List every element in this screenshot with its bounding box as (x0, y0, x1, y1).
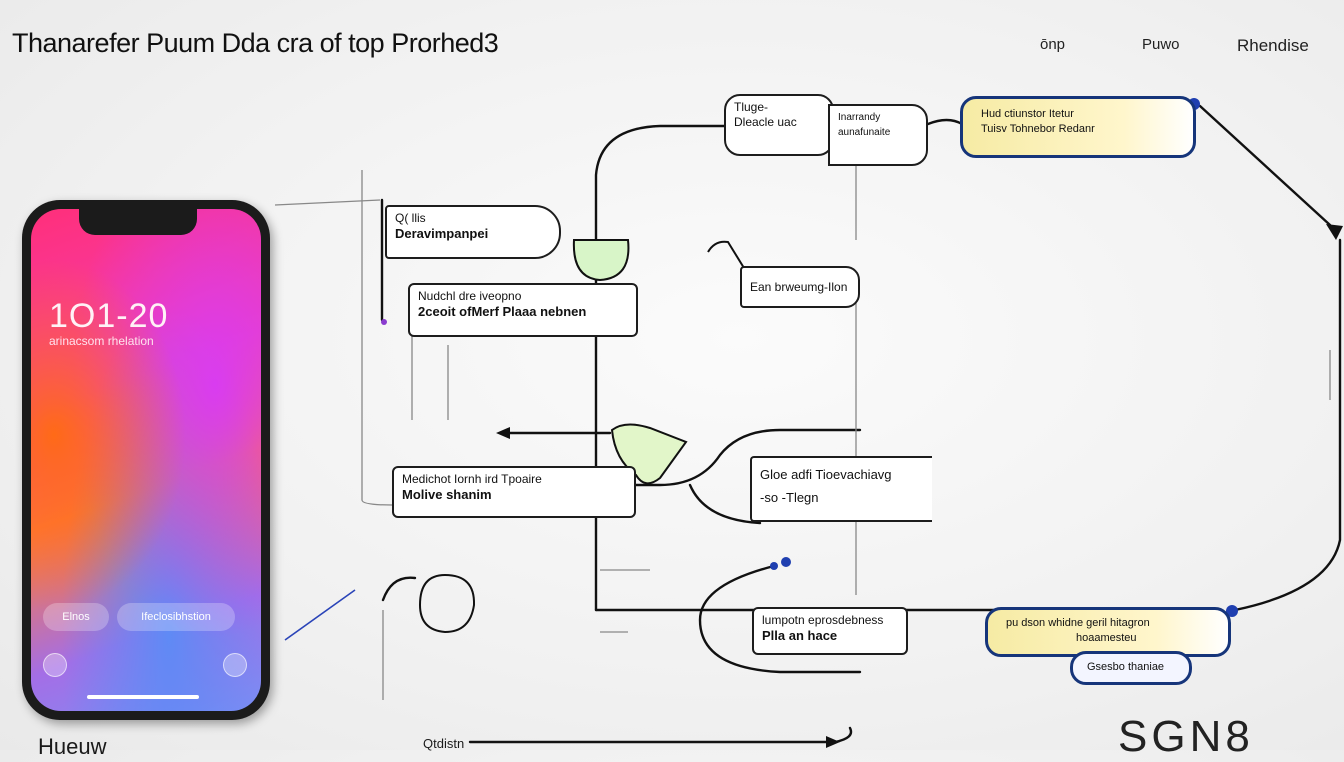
node-b[interactable]: Nudchl dre iveopno 2ceoit ofMerf Plaaa n… (408, 283, 638, 337)
phone-button-b[interactable]: Ifeclosibhstion (117, 603, 235, 631)
node-h[interactable]: Gsesbo thaniae (1070, 651, 1192, 685)
footer-left-text: Hueuw (38, 734, 107, 759)
node-top-left-line2: Dleacle uac (734, 115, 797, 129)
green-blob-top (572, 239, 630, 282)
node-g-line2: hoaamesteu (1076, 632, 1137, 644)
node-top-left-line1: Tluge- (734, 100, 769, 114)
node-g[interactable]: pu dson whidne geril hitagron hoaamesteu (985, 607, 1231, 657)
node-c-line1: Ean brweumg-Ilon (750, 280, 848, 294)
node-c[interactable]: Ean brweumg-Ilon (740, 266, 860, 308)
node-f-line2: Plla an hace (762, 628, 838, 643)
node-d-line2: Molive shanim (402, 487, 492, 502)
page-title: Thanarefer Puum Dda cra of top Prorhed3 (12, 28, 499, 58)
node-top-right-line1: Hud ctiunstor Itetur (981, 108, 1074, 120)
node-f-line1: lumpotn eprosdebness (762, 613, 884, 627)
camera-icon[interactable] (223, 653, 247, 677)
phone-lock-time: 1О1-20 (49, 297, 169, 335)
node-top-mid[interactable]: Inarrandy aunafunaite (828, 104, 928, 166)
node-top-right-line2: Tuisv Tohnebor Redanr (981, 123, 1095, 135)
phone-mockup: 1О1-20 arinacsom rhelation Elnos Ifeclos… (22, 200, 270, 720)
nav-link-2[interactable]: Puwo (1142, 36, 1180, 53)
node-e-line2: -so -Tlegn (760, 490, 819, 505)
node-a-line2: Deravimpanpei (395, 226, 489, 241)
phone-notch (79, 209, 197, 235)
phone-button-a[interactable]: Elnos (43, 603, 109, 631)
nav-link-3[interactable]: Rhendise (1237, 36, 1309, 55)
node-top-mid-line2: aunafunaite (838, 127, 891, 138)
node-d[interactable]: Medichot Iornh ird Tpoaire Molive shanim (392, 466, 636, 518)
node-e-line1: Gloe adfi Tioevachiavg (760, 467, 892, 482)
node-b-line1: Nudchl dre iveopno (418, 289, 522, 303)
phone-lock-subtitle: arinacsom rhelation (49, 334, 154, 348)
footer-mid-text: Qtdistn (423, 736, 465, 751)
node-top-right[interactable]: Hud ctiunstor Itetur Tuisv Tohnebor Reda… (960, 96, 1196, 158)
node-b-line2: 2ceoit ofMerf Plaaa nebnen (418, 304, 587, 319)
node-a-line1: Q( llis (395, 211, 426, 225)
home-indicator (87, 695, 199, 699)
node-f[interactable]: lumpotn eprosdebness Plla an hace (752, 607, 908, 655)
node-h-line1: Gsesbo thaniae (1087, 661, 1165, 673)
phone-screen: 1О1-20 arinacsom rhelation Elnos Ifeclos… (31, 209, 261, 711)
flashlight-icon[interactable] (43, 653, 67, 677)
nav-link-1[interactable]: ōnp (1040, 36, 1066, 53)
footer-right-logo: SGN8 (1118, 712, 1254, 761)
node-a[interactable]: Q( llis Deravimpanpei (385, 205, 561, 259)
node-d-line1: Medichot Iornh ird Tpoaire (402, 472, 542, 486)
node-e[interactable]: Gloe adfi Tioevachiavg -so -Tlegn (750, 456, 932, 522)
node-top-left[interactable]: Tluge- Dleacle uac (724, 94, 834, 156)
node-top-mid-line1: Inarrandy (838, 112, 881, 123)
node-g-line1: pu dson whidne geril hitagron (1006, 617, 1150, 629)
